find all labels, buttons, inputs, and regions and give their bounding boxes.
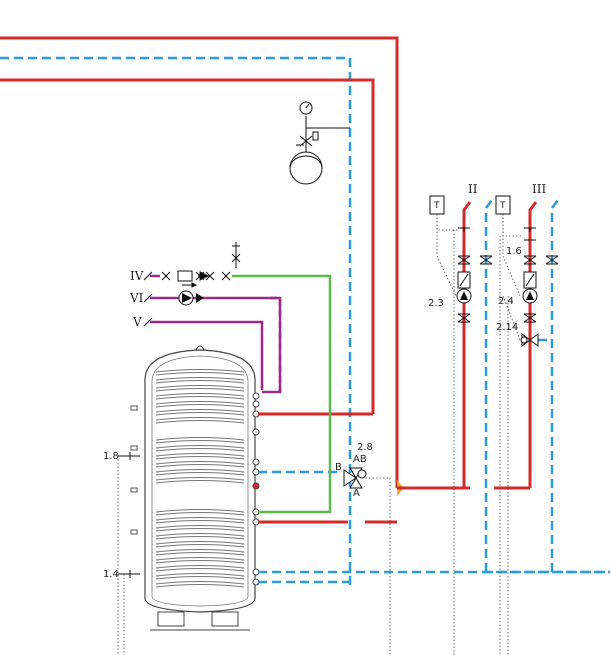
coil-loop: [155, 369, 245, 376]
heating-circuit-ii: [429, 195, 493, 572]
main-flow-pipe: [0, 36, 399, 488]
coil-loop: [155, 509, 245, 516]
thermostat-iii: T: [499, 201, 506, 211]
cold-water-fittings: [161, 242, 241, 288]
label-2-14: 2.14: [496, 322, 518, 333]
sensor-1-4: [118, 570, 140, 578]
three-way-valve-2-8: [343, 467, 367, 489]
secondary-flow-pipe: [0, 78, 375, 414]
label-2-4: 2.4: [498, 296, 514, 307]
heating-circuit-iii: [495, 195, 559, 572]
label-circuit-ii: II: [468, 182, 478, 196]
pressure-gauge-icon: [299, 101, 313, 115]
coil-loop: [155, 461, 245, 468]
label-v: V: [132, 315, 142, 329]
coil-loop: [155, 477, 245, 484]
coil-loop: [155, 417, 245, 424]
label-1-8: 1.8: [103, 451, 119, 462]
heat-exchanger-coil: [155, 369, 245, 588]
coil-loop: [155, 377, 245, 384]
coil-loop: [155, 525, 245, 532]
circulation-line-v: [150, 320, 264, 390]
label-ab: AB: [353, 454, 367, 465]
coil-loop: [155, 533, 245, 540]
label-a: A: [353, 488, 360, 499]
label-iv: IV: [130, 269, 144, 283]
label-2-3: 2.3: [428, 298, 444, 309]
coil-loop: [155, 409, 245, 416]
label-1-6: 1.6: [506, 246, 522, 257]
coil-loop: [155, 453, 245, 460]
sensor-1-8: [118, 452, 140, 460]
thermostat-ii: T: [433, 201, 440, 211]
tank-connections: [252, 392, 260, 586]
circulation-dash: [270, 296, 282, 392]
cold-water-pipe: [232, 274, 332, 514]
label-1-4: 1.4: [103, 569, 119, 580]
main-return-pipe: [0, 56, 352, 588]
coil-loop: [155, 401, 245, 408]
coil-loop: [155, 565, 245, 572]
circulation-pump-icon: [178, 290, 204, 306]
expansion-vessel-group: [289, 101, 350, 185]
coil-loop: [155, 541, 245, 548]
coil-loop: [155, 437, 245, 444]
expansion-vessel-icon: [289, 151, 323, 185]
label-2-8: 2.8: [357, 442, 373, 453]
storage-tank: [130, 345, 256, 631]
coil-loop: [155, 385, 245, 392]
label-b: B: [335, 462, 342, 473]
coil-loop: [155, 517, 245, 524]
coil-loop: [155, 445, 245, 452]
coil-loop: [155, 469, 245, 476]
label-circuit-iii: III: [532, 182, 546, 196]
coil-loop: [155, 393, 245, 400]
coil-loop: [155, 549, 245, 556]
coil-loop: [155, 573, 245, 580]
label-vi: VI: [129, 291, 144, 305]
coil-loop: [155, 581, 245, 588]
valve-wire: [362, 477, 391, 655]
coil-loop: [155, 557, 245, 564]
